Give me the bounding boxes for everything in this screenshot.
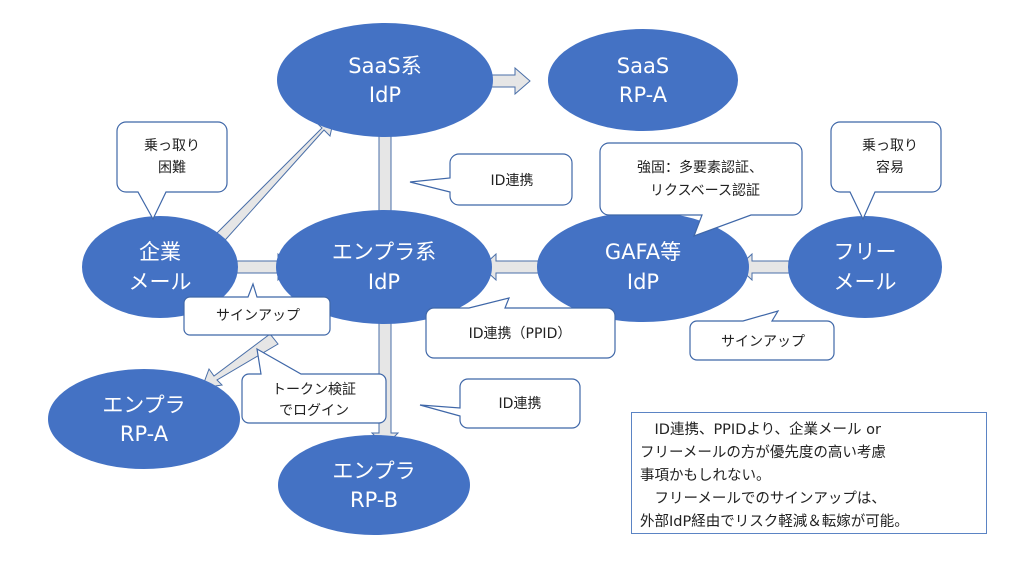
- node-saas-rp-a-line1: SaaS: [617, 54, 669, 78]
- callout-id-federation-ppid-text: ID連携（PPID）: [469, 326, 572, 342]
- node-corp-mail-line2: メール: [129, 270, 192, 294]
- note-line: 事項かもしれない。: [640, 468, 771, 484]
- node-gafa-idp-line2: IdP: [627, 270, 659, 294]
- note-line: ID連携、PPIDより、企業メール or: [640, 422, 881, 438]
- node-enterprise-rp-a: エンプラ RP-A: [48, 369, 240, 469]
- node-enterprise-rp-b-line1: エンプラ: [332, 459, 415, 483]
- node-enterprise-idp-line2: IdP: [368, 270, 400, 294]
- callout-token-login: トークン検証 でログイン: [241, 347, 387, 424]
- callout-strong-auth-line2: リクスベース認証: [650, 183, 760, 199]
- callout-takeover-hard-line2: 困難: [158, 160, 186, 176]
- callout-strong-auth-line1: 強固：多要素認証、: [637, 159, 763, 176]
- callout-id-federation-top: ID連携: [409, 153, 573, 206]
- node-saas-idp: SaaS系 IdP: [277, 23, 493, 137]
- callout-signup-right: サインアップ: [689, 310, 835, 361]
- callout-signup-left: サインアップ: [183, 282, 331, 336]
- callout-token-login-line1: トークン検証: [272, 382, 356, 398]
- callout-id-federation-ppid: ID連携（PPID）: [425, 297, 616, 359]
- note-line: フリーメールでのサインアップは、: [640, 491, 886, 507]
- callout-takeover-hard-line1: 乗っ取り: [144, 138, 200, 154]
- node-enterprise-idp-line1: エンプラ系: [332, 240, 436, 264]
- node-saas-rp-a-line2: RP-A: [619, 83, 668, 107]
- node-saas-idp-line1: SaaS系: [348, 54, 421, 78]
- callout-takeover-easy-line2: 容易: [876, 159, 904, 176]
- node-enterprise-rp-a-line2: RP-A: [120, 422, 169, 446]
- node-gafa-idp-line1: GAFA等: [605, 240, 681, 264]
- callout-id-federation-bottom: ID連携: [419, 378, 581, 429]
- node-enterprise-rp-a-line1: エンプラ: [102, 393, 185, 417]
- note-box: ID連携、PPIDより、企業メール or フリーメールの方が優先度の高い考慮 事…: [631, 412, 987, 534]
- callout-id-federation-bottom-text: ID連携: [499, 396, 542, 412]
- node-gafa-idp: GAFA等 IdP: [537, 212, 749, 322]
- node-saas-idp-line2: IdP: [369, 83, 401, 107]
- node-free-mail: フリー メール: [788, 216, 942, 318]
- callout-id-federation-top-text: ID連携: [491, 173, 534, 189]
- callout-token-login-line2: でログイン: [279, 403, 349, 419]
- callout-takeover-hard: 乗っ取り 困難: [116, 121, 228, 221]
- callout-strong-auth: 強固：多要素認証、 リクスベース認証: [599, 142, 803, 238]
- node-corp-mail: 企業 メール: [82, 216, 238, 318]
- node-enterprise-rp-b-line2: RP-B: [350, 488, 398, 512]
- callout-signup-left-text: サインアップ: [216, 308, 300, 324]
- node-corp-mail-line1: 企業: [139, 240, 181, 264]
- note-line: フリーメールの方が優先度の高い考慮: [640, 445, 886, 461]
- note-line: 外部IdP経由でリスク軽減＆転嫁が可能。: [640, 514, 909, 530]
- node-free-mail-line2: メール: [834, 270, 897, 294]
- callout-signup-right-text: サインアップ: [721, 334, 805, 350]
- node-free-mail-line1: フリー: [834, 240, 897, 264]
- node-enterprise-rp-b: エンプラ RP-B: [278, 435, 470, 535]
- node-saas-rp-a: SaaS RP-A: [548, 29, 738, 131]
- callout-takeover-easy-line1: 乗っ取り: [862, 138, 918, 154]
- node-enterprise-idp: エンプラ系 IdP: [276, 210, 492, 324]
- callout-takeover-easy: 乗っ取り 容易: [830, 121, 942, 221]
